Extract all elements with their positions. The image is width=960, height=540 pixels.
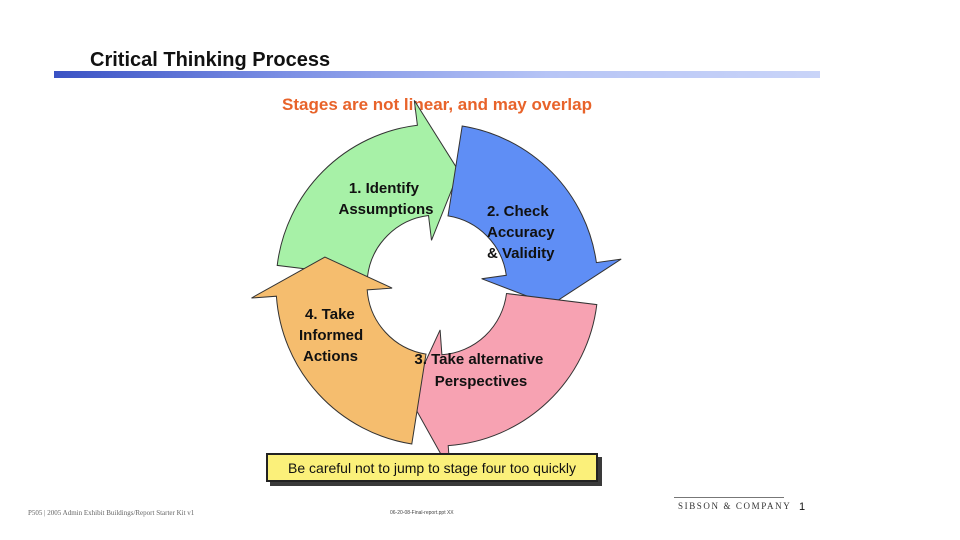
stage-3-label: 3. Take alternative Perspectives bbox=[414, 351, 547, 390]
footer-file-path: P505 | 2005 Admin Exhibit Buildings/Repo… bbox=[28, 509, 195, 517]
stage-1-line-2: Assumptions bbox=[338, 201, 433, 218]
company-logo: SIBSON & COMPANY bbox=[678, 501, 792, 511]
stage-2-line-1: 2. Check bbox=[487, 203, 549, 220]
subtitle: Stages are not linear, and may overlap bbox=[282, 95, 592, 114]
stage-1-line-1: 1. Identify bbox=[349, 180, 420, 197]
warning-text: Be careful not to jump to stage four too… bbox=[288, 459, 576, 476]
footer-divider bbox=[674, 497, 784, 498]
stage-1-label: 1. Identify Assumptions bbox=[338, 180, 433, 218]
stage-3-arrow bbox=[408, 292, 598, 471]
title-rule bbox=[54, 71, 820, 78]
slide-title: Critical Thinking Process bbox=[90, 49, 331, 71]
stage-1-arrow bbox=[276, 100, 460, 278]
stage-3-line-2: Perspectives bbox=[435, 373, 528, 390]
stage-2-line-3: & Validity bbox=[487, 245, 555, 262]
page-number: 1 bbox=[799, 501, 806, 513]
stage-4-line-2: Informed bbox=[299, 327, 363, 344]
stage-4-line-3: Actions bbox=[303, 348, 358, 365]
stage-3-line-1: 3. Take alternative bbox=[414, 351, 543, 368]
stage-2-line-2: Accuracy bbox=[487, 224, 555, 241]
stage-2-label: 2. Check Accuracy & Validity bbox=[487, 203, 559, 262]
stage-4-arrow bbox=[251, 256, 427, 445]
stage-4-line-1: 4. Take bbox=[305, 306, 355, 323]
footer-file-name: 06-20-08-Final-report.ppt XX bbox=[390, 510, 454, 516]
warning-box: Be careful not to jump to stage four too… bbox=[266, 453, 598, 482]
stage-4-label: 4. Take Informed Actions bbox=[299, 306, 367, 365]
stage-2-arrow bbox=[447, 125, 622, 306]
